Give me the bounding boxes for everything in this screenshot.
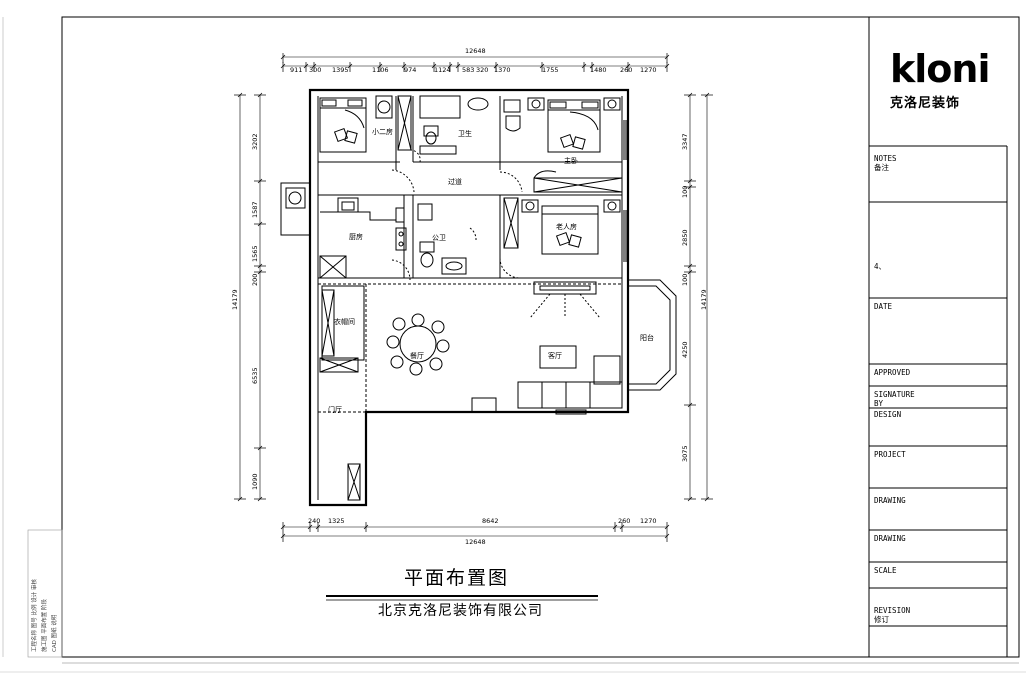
dim-left-seg: 1090	[251, 473, 259, 490]
dim-bottom-seg: 8642	[482, 517, 499, 525]
tb-four: 4、	[874, 262, 887, 271]
dim-top-seg: 300	[309, 66, 322, 74]
dim-right-seg: 3347	[681, 133, 689, 150]
dim-top-seg: 974	[404, 66, 417, 74]
dim-left-seg: 1565	[251, 245, 259, 262]
room-label-living: 客厅	[548, 352, 562, 360]
dim-top-seg: 1755	[542, 66, 559, 74]
dim-top-total: 12648	[465, 47, 486, 55]
dim-left-total: 14179	[231, 289, 239, 310]
dim-top-seg: 1124	[434, 66, 451, 74]
dim-left-seg: 3202	[251, 133, 259, 150]
dim-left-seg: 1587	[251, 201, 259, 218]
tb-date: DATE	[874, 302, 893, 311]
tb-drawing-1: DRAWING	[874, 496, 906, 505]
dim-right-seg: 3075	[681, 445, 689, 462]
room-label-toilet: 公卫	[432, 234, 446, 242]
dim-bottom-seg: 260	[618, 517, 631, 525]
dim-right-seg: 4250	[681, 341, 689, 358]
room-label-corridor: 过道	[448, 178, 462, 186]
side-note-3: CAD 图纸 说明	[52, 614, 58, 652]
dim-left-seg: 6535	[251, 367, 259, 384]
dim-left-seg: 200	[251, 273, 259, 286]
room-label-cloakroom: 衣帽间	[334, 318, 355, 326]
dim-bottom-seg: 240	[308, 517, 321, 525]
dim-right-seg: 100	[681, 273, 689, 286]
dim-top-seg: 1480	[590, 66, 607, 74]
tb-scale: SCALE	[874, 566, 897, 575]
side-note-2: 施工图 平面布置 阶段	[42, 599, 48, 652]
dim-right-seg: 100	[681, 185, 689, 198]
brand-logo: kloni	[890, 47, 990, 91]
dim-right-seg: 2850	[681, 229, 689, 246]
side-note-1: 工程名称 图号 比例 设计 审核	[32, 579, 38, 652]
tb-revision-cn: 修订	[874, 615, 889, 624]
dim-top-seg: 1270	[640, 66, 657, 74]
tb-by: BY	[874, 399, 884, 408]
drawing-title: 平面布置图	[404, 567, 510, 589]
room-label-bathroom: 卫生	[458, 130, 472, 138]
tb-design: DESIGN	[874, 410, 902, 419]
room-label-master-bedroom: 主卧	[564, 157, 578, 165]
dim-top-seg: 1370	[494, 66, 511, 74]
brand-logo-sub: 克洛尼装饰	[890, 96, 961, 111]
tb-notes: NOTES	[874, 154, 897, 163]
tb-drawing-2: DRAWING	[874, 534, 906, 543]
dim-right-total: 14179	[700, 289, 708, 310]
dim-top-seg: 911	[290, 66, 303, 74]
dim-top-seg: 1106	[372, 66, 389, 74]
room-label-second-bedroom: 小二房	[372, 128, 393, 136]
room-label-balcony: 阳台	[640, 334, 654, 342]
tb-approved: APPROVED	[874, 368, 911, 377]
tb-revision: REVISION	[874, 606, 911, 615]
room-label-elder-room: 老人房	[556, 223, 577, 231]
room-label-dining: 餐厅	[410, 352, 424, 360]
tb-signature: SIGNATURE	[874, 390, 915, 399]
tb-notes-cn: 备注	[874, 163, 889, 172]
room-label-entry: 门厅	[328, 406, 342, 414]
tb-project: PROJECT	[874, 450, 906, 459]
dim-top-seg: 320	[476, 66, 489, 74]
dim-bottom-total: 12648	[465, 538, 486, 546]
dim-top-seg: 260	[620, 66, 633, 74]
dim-bottom-seg: 1325	[328, 517, 345, 525]
dim-top-seg: 1395	[332, 66, 349, 74]
company-name: 北京克洛尼装饰有限公司	[378, 603, 543, 619]
dim-top-seg: 583	[462, 66, 475, 74]
room-label-kitchen: 厨房	[349, 233, 363, 241]
dim-bottom-seg: 1270	[640, 517, 657, 525]
